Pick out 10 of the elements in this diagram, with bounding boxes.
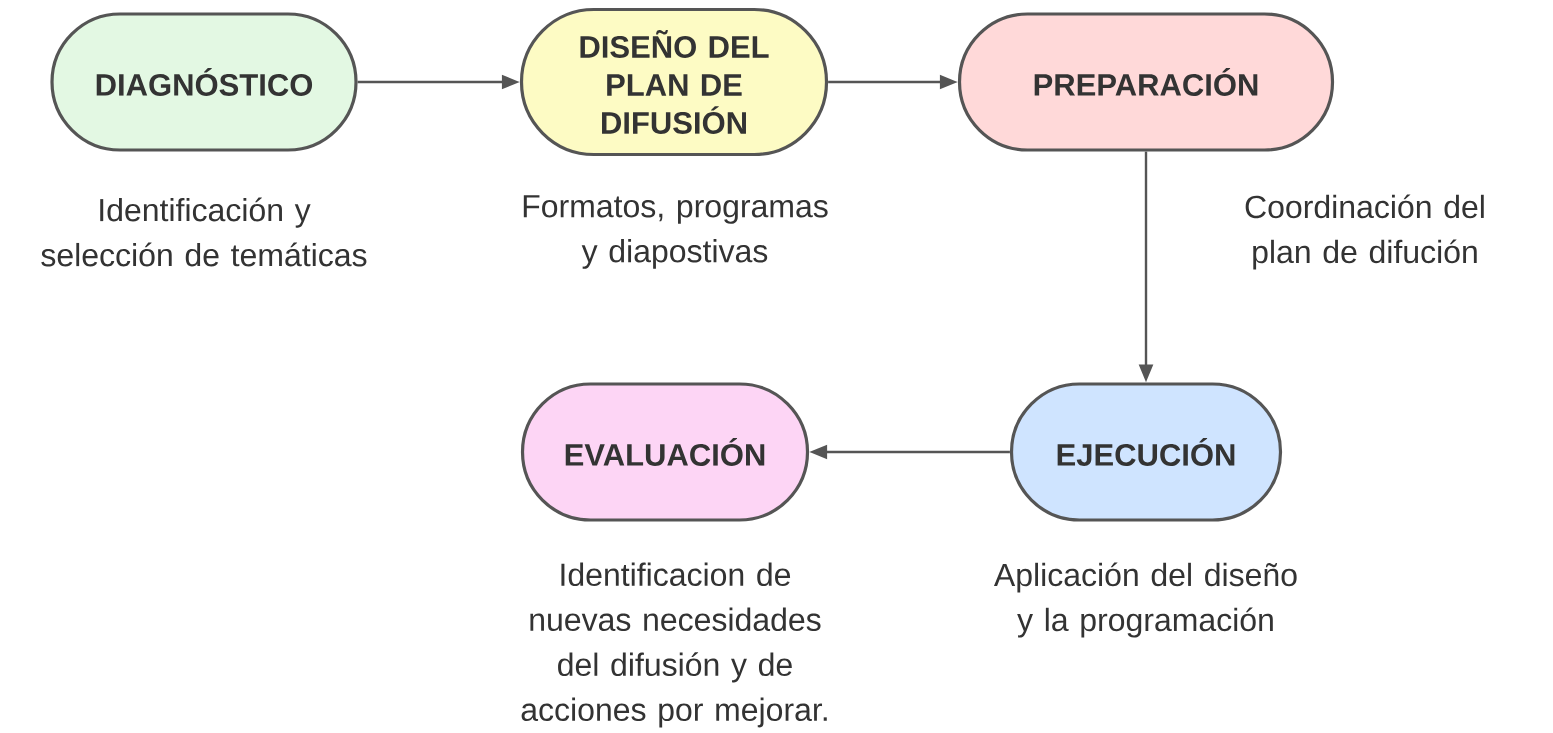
- process-box: DIAGNÓSTICO: [50, 12, 358, 152]
- description-text: Coordinación del plan de difución: [1245, 194, 1484, 270]
- description-text: Aplicación del diseño y la programación: [993, 562, 1297, 638]
- description-text: Identificacion de nuevas necesidades del difusión y de acciones por mejorar.: [521, 562, 827, 728]
- process-box: EJECUCIÓN: [1009, 382, 1283, 522]
- description-text: Formatos, programas y diapostivas: [523, 195, 828, 269]
- process-box: EVALUACIÓN: [520, 382, 810, 522]
- description-text: Identificación y selección de temáticas: [41, 197, 367, 267]
- process-box: PREPARACIÓN: [957, 12, 1335, 152]
- process-box: DISEÑO DEL PLAN DE DIFUSIÓN: [519, 7, 829, 157]
